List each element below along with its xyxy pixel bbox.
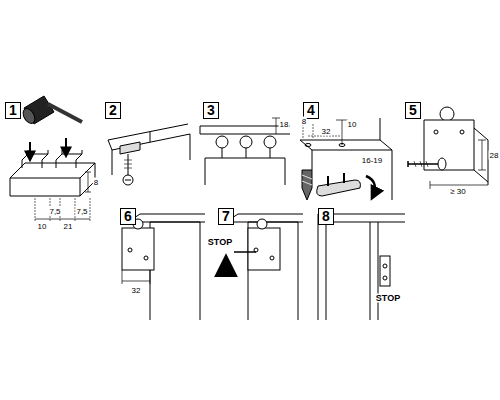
step-number: 2	[109, 102, 117, 118]
stop-label: STOP	[207, 238, 233, 247]
step-number: 6	[124, 208, 132, 224]
step-number: 3	[207, 102, 215, 118]
step-number-box: 3	[203, 102, 219, 119]
stop-label: STOP	[375, 294, 401, 303]
step-number-box: 5	[405, 102, 421, 119]
dimension-label: 32	[131, 286, 142, 295]
panel-4-drilling	[300, 118, 392, 200]
panel-8-door-stop	[318, 214, 405, 320]
dimension-label: 18	[279, 120, 290, 129]
dimension-label: 16-19	[361, 156, 383, 165]
step-number-box: 6	[120, 208, 136, 225]
dimension-label: 21	[63, 222, 74, 231]
dimension-label: 7,5	[48, 207, 61, 216]
step-number: 4	[307, 102, 315, 118]
panel-6-plate-on-door	[122, 214, 205, 320]
step-number-box: 1	[5, 102, 21, 119]
panel-1-rail-mounting	[10, 96, 95, 222]
dimension-label: 7,5	[75, 207, 88, 216]
dimension-label: 8	[93, 178, 99, 187]
dimension-label: 32	[321, 127, 332, 136]
step-number: 8	[322, 208, 330, 224]
step-number-box: 7	[218, 208, 234, 225]
step-number-box: 8	[318, 208, 334, 225]
step-number: 1	[9, 102, 17, 118]
dimension-label: 10	[347, 120, 358, 129]
panel-5-hanger-plate	[408, 107, 488, 189]
step-number: 7	[222, 208, 230, 224]
panel-7-stop-setting	[226, 214, 303, 320]
panel-2-ceiling-fixing	[108, 124, 190, 185]
step-number: 5	[409, 102, 417, 118]
dimension-label: 28	[489, 151, 500, 160]
step-number-box: 2	[105, 102, 121, 119]
dimension-label: 8	[301, 117, 307, 126]
dimension-label: ≥ 30	[449, 187, 467, 196]
dimension-label: 10	[37, 222, 48, 231]
panel-3-door-hanging	[200, 118, 290, 185]
